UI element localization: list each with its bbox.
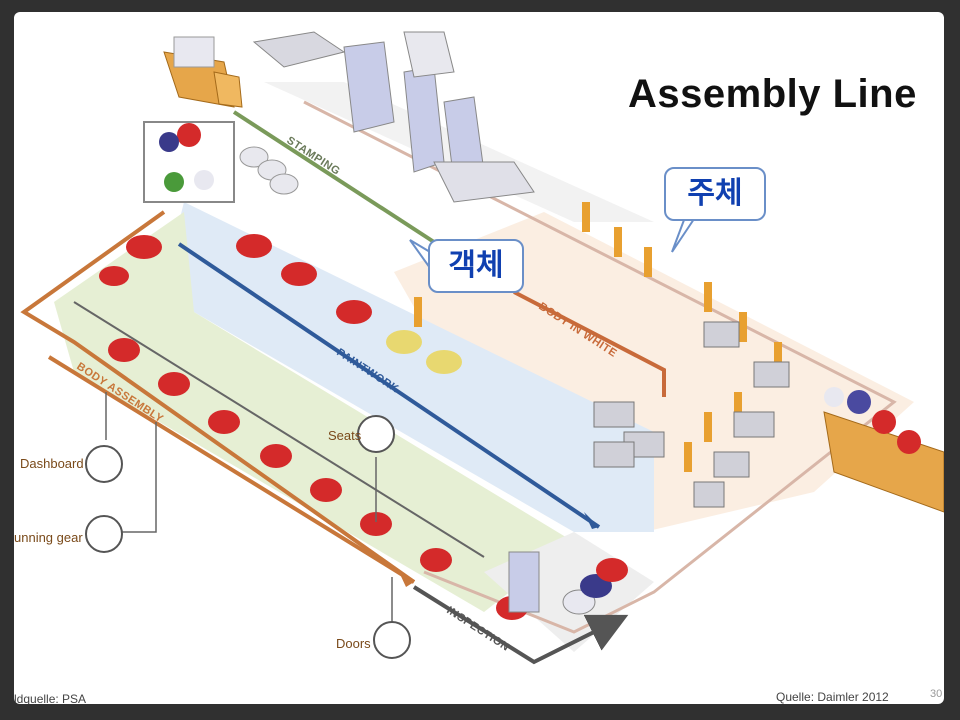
label-seats: Seats [328,428,362,443]
assembly-route [20,210,416,584]
finished-cars [508,551,628,615]
seats-icon [357,415,395,453]
assembly-arrowhead [399,572,414,587]
assembly-line-diagram: STAMPING BODY IN WHITE PAINTWORK BODY AS… [14,31,944,665]
delivery-truck-top [163,36,243,108]
steel-coils [239,146,299,195]
painted-cars [99,234,372,324]
primed-bodies [386,330,462,374]
dashboard-icon [85,445,123,483]
biw-arrow [513,290,666,397]
assembly-floor [54,212,574,612]
label-stamping: STAMPING [284,134,342,177]
label-running-gear: unning gear [14,530,83,545]
label-dashboard: Dashboard [20,456,84,471]
body-shells [593,321,790,508]
doors-icon [373,621,411,659]
welding-robots [414,202,782,472]
source-right: Quelle: Daimler 2012 [776,690,889,704]
callout-subject: 주체 [664,167,766,221]
slide-title: Assembly Line [628,72,917,116]
assembly-arrow [47,355,416,584]
car-storage-rack [143,121,235,203]
inspection-arrow [412,585,629,665]
source-left: ldquelle: PSA [14,692,87,704]
slide: STAMPING BODY IN WHITE PAINTWORK BODY AS… [14,12,944,704]
running-gear-icon [85,515,123,553]
stamping-presses [252,31,535,203]
callout-object: 객체 [428,239,524,293]
running-gear-leader [122,422,157,533]
delivery-truck-right [823,387,944,513]
stamping-arrow [232,110,436,244]
overhead-conveyor [73,301,485,558]
slide-number: 30 [930,688,943,700]
biw-floor [394,212,914,532]
label-doors: Doors [336,636,371,651]
paint-arrowhead [584,512,599,529]
paint-arrow [177,242,601,529]
